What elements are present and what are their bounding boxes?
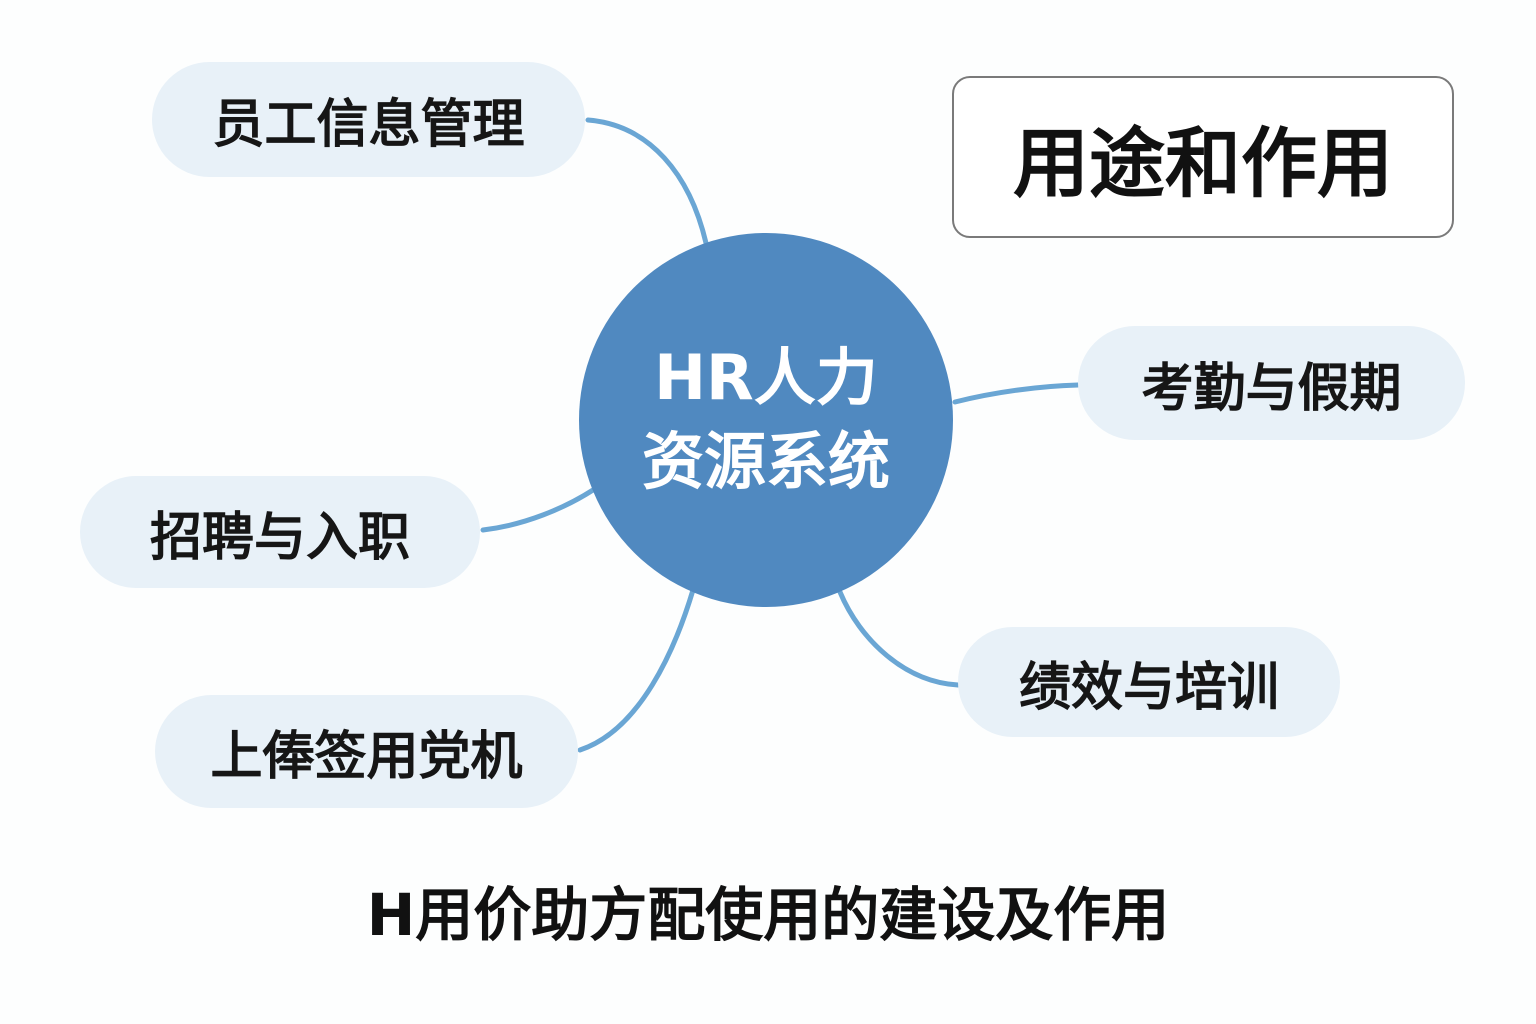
branch-employee-info[interactable]: 员工信息管理 bbox=[152, 62, 585, 177]
link-payroll bbox=[577, 587, 696, 753]
branch-payroll[interactable]: 上俸签用党机 bbox=[155, 695, 578, 808]
legend-box: 用途和作用 bbox=[952, 76, 1454, 238]
link-performance bbox=[837, 589, 961, 688]
link-recruitment bbox=[480, 487, 596, 533]
central-node-line2: 资源系统 bbox=[641, 425, 890, 498]
link-employee-info bbox=[585, 117, 709, 246]
central-node[interactable]: HR人力 资源系统 bbox=[579, 233, 953, 607]
footer-title: H用价助方配使用的建设及作用 bbox=[366, 881, 1170, 949]
branch-performance-training[interactable]: 绩效与培训 bbox=[958, 627, 1340, 737]
link-attendance bbox=[952, 382, 1081, 405]
central-node-line1: HR人力 bbox=[654, 341, 878, 414]
branch-attendance-leave[interactable]: 考勤与假期 bbox=[1078, 326, 1465, 440]
branch-recruitment-onboarding[interactable]: 招聘与入职 bbox=[80, 476, 480, 588]
